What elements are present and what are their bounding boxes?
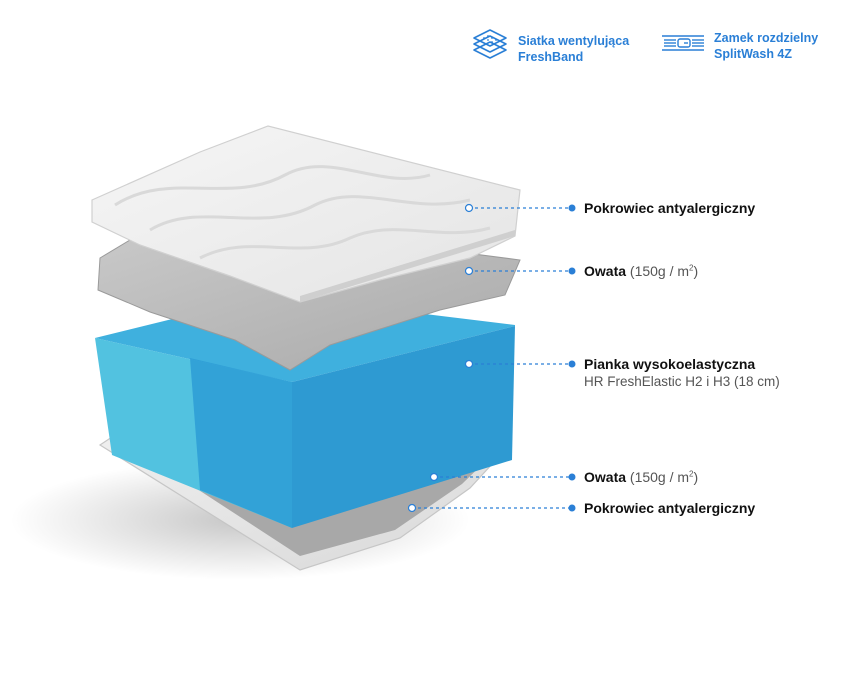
label-top-cover: Pokrowiec antyalergiczny: [584, 199, 755, 217]
label-title: Owata: [584, 469, 627, 485]
badge-line1: Siatka wentylująca: [518, 33, 630, 48]
label-close: ): [693, 263, 699, 279]
label-foam-detail: HR FreshElastic H2 i H3 (18 cm): [584, 374, 780, 389]
label-title: Pokrowiec antyalergiczny: [584, 500, 756, 516]
label-bottom-cover: Pokrowiec antyalergiczny: [584, 499, 755, 517]
label-upper-wadding: Owata (150g / m2): [584, 262, 698, 280]
badge-splitwash: Zamek rozdzielny SplitWash 4Z: [660, 28, 818, 63]
label-title: Owata: [584, 263, 627, 279]
anchor-dot: [429, 472, 439, 482]
label-sup: 2: [689, 469, 694, 479]
badge-line1: Zamek rozdzielny: [714, 30, 819, 45]
label-dot: [568, 267, 576, 275]
badge-line2: SplitWash 4Z: [714, 46, 793, 61]
anchor-dot: [464, 266, 474, 276]
top-cover-layer: [91, 125, 521, 303]
anchor-dot: [464, 203, 474, 213]
label-dot: [568, 473, 576, 481]
label-lower-wadding: Owata (150g / m2): [584, 468, 698, 486]
badge-freshband: Siatka wentylująca FreshBand: [470, 28, 629, 69]
label-title: Pianka wysokoelastyczna: [584, 356, 756, 372]
label-dot: [568, 204, 576, 212]
label-dot: [568, 504, 576, 512]
anchor-dot: [407, 503, 417, 513]
foam-front-face: [292, 326, 515, 528]
label-foam: Pianka wysokoelastyczna: [584, 355, 755, 373]
label-detail: (150g / m: [629, 263, 690, 279]
label-sup: 2: [689, 263, 694, 273]
label-detail: (150g / m: [629, 469, 690, 485]
foam-top-highlight: [190, 358, 292, 528]
label-close: ): [693, 469, 699, 485]
label-title: Pokrowiec antyalergiczny: [584, 200, 756, 216]
zipper-icon: [660, 28, 706, 63]
anchor-dot: [464, 359, 474, 369]
layers-mesh-icon: [470, 28, 510, 69]
badge-line2: FreshBand: [518, 49, 584, 64]
label-dot: [568, 360, 576, 368]
